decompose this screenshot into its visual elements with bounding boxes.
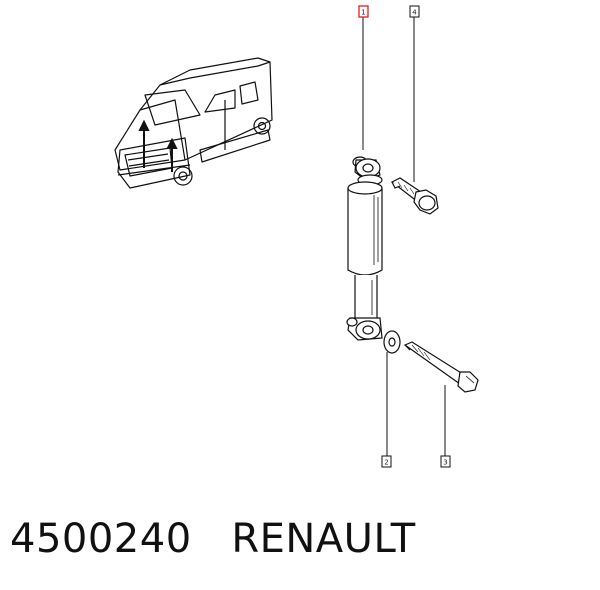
- shock-absorber: [346, 156, 383, 341]
- svg-text:4: 4: [412, 9, 417, 17]
- callout-1: 1: [358, 5, 369, 18]
- callout-3: 3: [440, 455, 451, 468]
- callout-4: 4: [409, 5, 420, 18]
- svg-text:3: 3: [443, 459, 447, 467]
- long-bolt: [403, 341, 479, 393]
- suspension-location-marks: [138, 119, 178, 172]
- svg-text:2: 2: [384, 459, 388, 467]
- van-illustration: [114, 57, 273, 189]
- leader-lines: [362, 17, 446, 456]
- callout-2: 2: [381, 455, 392, 468]
- svg-text:1: 1: [361, 9, 365, 17]
- part-caption: 4500240 RENAULT: [10, 516, 416, 562]
- brand-name: RENAULT: [231, 516, 416, 562]
- washer: [383, 330, 401, 354]
- part-number: 4500240: [10, 516, 192, 562]
- short-bolt: [390, 177, 439, 215]
